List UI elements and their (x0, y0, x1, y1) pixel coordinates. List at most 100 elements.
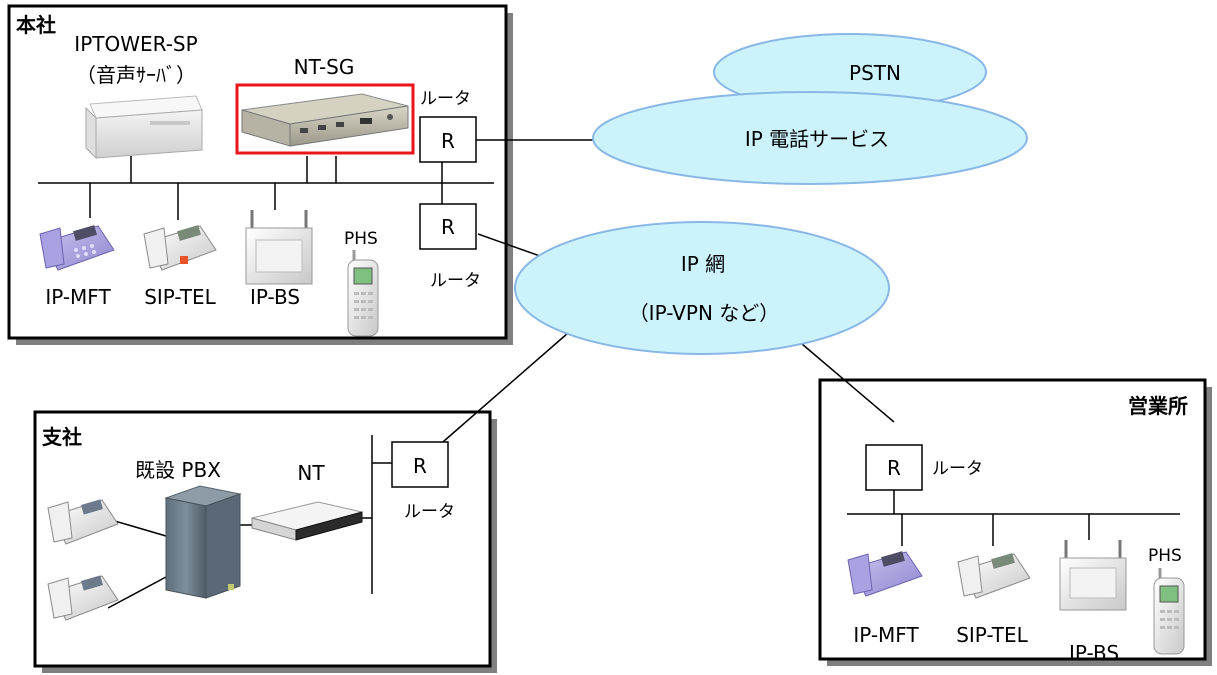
link-sales-router-to-ip-net (801, 343, 895, 423)
hq-ipmft-handset (39, 227, 65, 269)
hq-siptel-display (177, 225, 201, 241)
phone-icon (957, 553, 1031, 599)
pbx-front (165, 497, 207, 599)
hq-phs-display (353, 267, 373, 285)
hq-device-label-0: IP-MFT (45, 285, 111, 309)
key (354, 308, 359, 311)
branch-router-label: ルータ (404, 502, 455, 522)
sales-frame (818, 378, 1212, 666)
key (1160, 626, 1165, 629)
hq-siptel-accent (180, 256, 188, 264)
phs-handset-icon (347, 250, 379, 337)
sales-router-label: ルータ (932, 459, 983, 479)
pbx-side (205, 493, 241, 599)
ip-net-ellipse (514, 221, 890, 355)
hq-router-lower-symbol: R (441, 215, 455, 239)
server-panel (150, 121, 190, 125)
sales-lan (847, 490, 1180, 546)
hq-router-lower: R (419, 203, 477, 250)
hq-router-upper-label: ルータ (420, 89, 471, 109)
key (92, 250, 96, 254)
key (76, 254, 80, 258)
gateway-front (289, 105, 409, 147)
sales-siptel-display (991, 553, 1015, 569)
hq-frame (7, 4, 513, 345)
gateway-icon (241, 93, 409, 147)
key (74, 248, 78, 252)
phs-handset-icon (1153, 568, 1185, 655)
key (354, 316, 359, 319)
branch-phone2-display (81, 575, 103, 591)
hq-gateway-label: NT-SG (294, 55, 355, 79)
key (1160, 610, 1165, 613)
branch-title: 支社 (42, 425, 82, 449)
sales-ipmft-display (881, 551, 905, 567)
hq-server-sublabel: （音声ｻｰﾊﾞ） (76, 63, 196, 87)
hq-router-upper-box (419, 116, 477, 163)
gateway-highlight-frame (235, 83, 415, 155)
branch-router: R (391, 441, 449, 488)
nt-device-icon (251, 501, 363, 541)
hq-router-upper: R (419, 116, 477, 163)
key (354, 300, 359, 303)
cloud-ip-phone-service: IP 電話サービス (592, 91, 1028, 185)
hq-phs-keys (354, 292, 373, 319)
pbx-cabinet-icon (164, 485, 242, 599)
key (1160, 618, 1165, 621)
key (1167, 618, 1172, 621)
phone-icon (143, 225, 217, 271)
key (368, 292, 373, 295)
sales-router-symbol: R (887, 456, 901, 480)
sales-ipbs-panel (1069, 567, 1117, 599)
hq-router-lower-label: ルータ (430, 271, 481, 291)
hq-siptel-handset (143, 227, 169, 269)
wan-links (435, 139, 895, 449)
hq-ipmft-keys (74, 244, 96, 258)
phone-icon (47, 499, 119, 545)
hq-router-upper-symbol: R (441, 129, 455, 153)
sales-router-box (865, 444, 923, 491)
key (361, 300, 366, 303)
hq-device-label-2: IP-BS (250, 285, 300, 309)
branch-router-box (391, 441, 449, 488)
sales-device-label-2: IP-BS (1069, 641, 1119, 665)
phone-icon (39, 225, 115, 271)
key (1167, 626, 1172, 629)
key (82, 246, 86, 250)
phone-icon (847, 551, 923, 597)
cloud-ip-net: IP 網 （IP-VPN など） (514, 221, 890, 355)
ip-net-label: IP 網 (681, 252, 725, 276)
hq-ipmft-display (73, 225, 97, 241)
hq-device-label-1: SIP-TEL (144, 285, 216, 309)
sales-router: R (865, 444, 923, 491)
key (1174, 610, 1179, 613)
sales-phs-label: PHS (1148, 546, 1182, 566)
key (361, 308, 366, 311)
gateway-port-1 (300, 128, 308, 133)
phone-icon (47, 575, 119, 621)
pstn-label: PSTN (849, 61, 901, 85)
gateway-port-2 (318, 125, 326, 130)
hq-router-lower-box (419, 203, 477, 250)
key (1174, 618, 1179, 621)
key (368, 308, 373, 311)
sales-device-label-0: IP-MFT (853, 623, 919, 647)
gateway-port-3 (336, 122, 344, 127)
server-icon (85, 95, 203, 160)
branch-nt-label: NT (297, 461, 325, 485)
hq-phs-label: PHS (344, 229, 378, 249)
sales-siptel-handset (957, 555, 983, 597)
branch-link-phone1-pbx (107, 518, 167, 537)
sales-frame-box (818, 378, 1207, 661)
sales-phs-keys (1160, 610, 1179, 629)
branch-link-phone2-pbx (107, 576, 167, 609)
key (90, 244, 94, 248)
hq-server-name: IPTOWER-SP (74, 32, 197, 56)
hq-title: 本社 (16, 13, 56, 37)
sales-title: 営業所 (1128, 394, 1188, 418)
sales-ipmft-handset (847, 553, 873, 595)
server-side (85, 106, 97, 160)
branch-phone1-handset (47, 501, 73, 543)
base-station-icon (245, 210, 313, 285)
sales-device-label-1: SIP-TEL (956, 623, 1028, 647)
